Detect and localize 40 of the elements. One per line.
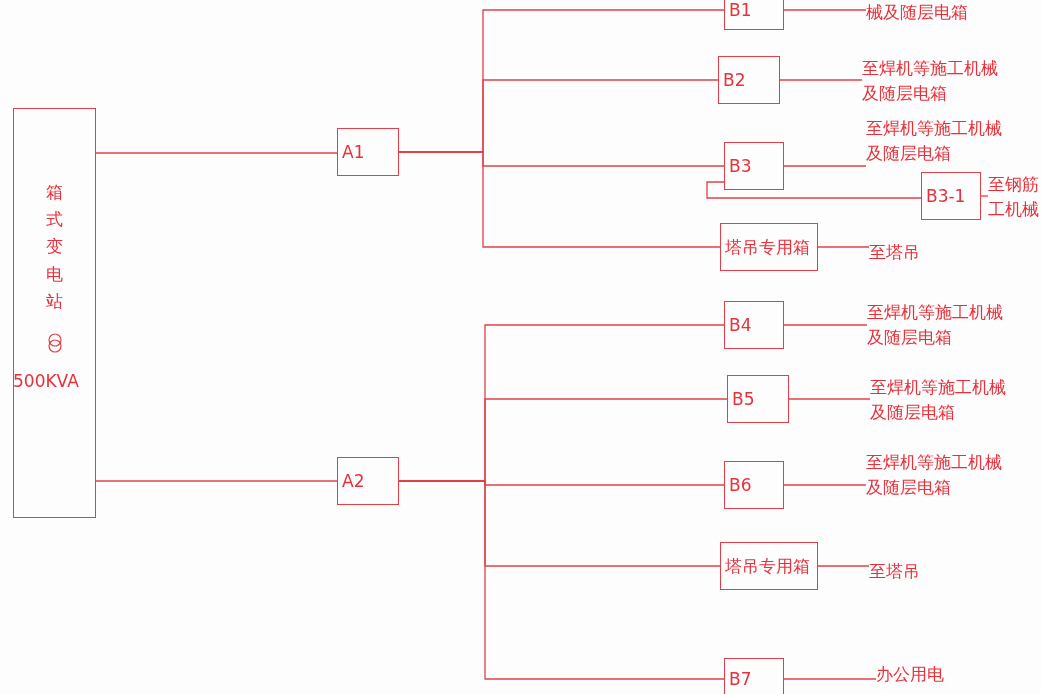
destination-label: 至焊机等施工机械及随层电箱 (866, 450, 1011, 502)
feeder-line (398, 480, 725, 680)
feeder-line (398, 151, 721, 248)
feeder-line (783, 9, 867, 11)
feeder-line (706, 181, 922, 199)
destination-label: 至塔吊 (869, 240, 939, 266)
distribution-box: B4 (724, 301, 784, 349)
distribution-box: A1 (337, 128, 399, 176)
feeder-line (779, 79, 863, 81)
destination-label: 办公用电 (876, 662, 966, 688)
distribution-box: B3 (724, 142, 784, 190)
destination-label: 至塔吊 (869, 559, 939, 585)
distribution-box: 塔吊专用箱 (720, 542, 818, 590)
distribution-box: B2 (718, 56, 780, 104)
capacity-label: 500KVA (13, 371, 79, 391)
feeder-line (95, 480, 338, 482)
feeder-line (783, 484, 867, 486)
substation-name: 箱式变电站 (46, 181, 63, 313)
feeder-line (817, 565, 870, 567)
feeder-line (95, 152, 338, 154)
destination-label: 至焊机等施工机械及随层电箱 (867, 300, 1012, 352)
feeder-line (817, 246, 870, 248)
destination-label: 至焊机等施工机械及随层电箱 (866, 116, 1011, 168)
feeder-line (783, 165, 867, 167)
destination-label: 械及随层电箱 (866, 0, 1006, 30)
feeder-line (783, 324, 868, 326)
feeder-line (980, 195, 989, 197)
feeder-line (788, 398, 871, 400)
distribution-box: B5 (727, 375, 789, 423)
distribution-box: B6 (724, 461, 784, 509)
distribution-box: B3-1 (921, 172, 981, 220)
distribution-box: B7 (724, 658, 784, 694)
distribution-box: A2 (337, 457, 399, 505)
destination-label: 至焊机等施工机械及随层电箱 (862, 56, 1007, 108)
distribution-box: 塔吊专用箱 (720, 223, 818, 271)
substation-box (13, 108, 96, 518)
distribution-box: B1 (724, 0, 784, 30)
destination-label: 至钢筋工机械 (988, 172, 1040, 224)
destination-label: 至焊机等施工机械及随层电箱 (870, 375, 1015, 427)
feeder-line (783, 678, 877, 680)
